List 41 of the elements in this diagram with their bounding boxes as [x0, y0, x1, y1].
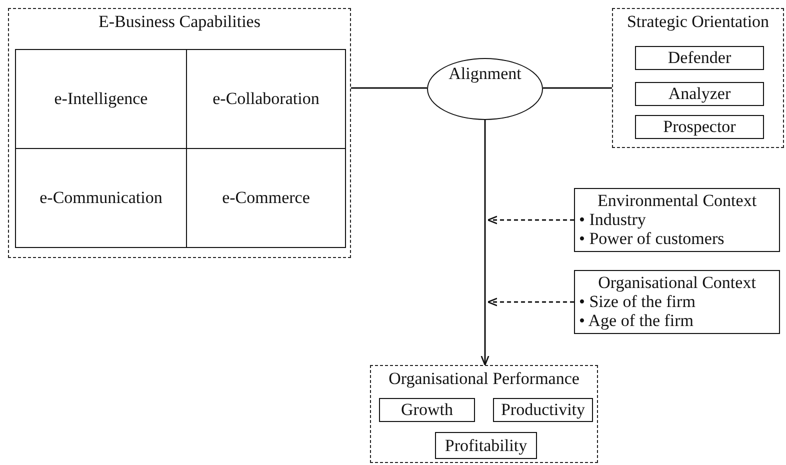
item-box — [635, 46, 764, 70]
node-label: e-Commerce — [222, 188, 310, 208]
item-box — [493, 398, 593, 422]
group-heading: Environmental Context — [596, 191, 758, 210]
alignment-ellipse — [427, 58, 543, 120]
node-label: Prospector — [663, 117, 736, 137]
arrow — [487, 216, 574, 224]
connector-line — [351, 87, 427, 89]
node-label: Analyzer — [668, 84, 731, 104]
group-heading: E-Business Capabilities — [98, 12, 262, 32]
bullet-item: • Size of the firm — [579, 292, 696, 311]
node-label: Alignment — [448, 64, 522, 84]
capability-cell — [186, 148, 346, 248]
node-label: Productivity — [500, 400, 586, 420]
context-box — [574, 188, 780, 252]
capability-cell — [15, 49, 187, 149]
item-box — [635, 115, 764, 139]
arrow — [480, 120, 490, 366]
dashed-group-box — [370, 365, 598, 463]
capability-cell — [186, 49, 346, 149]
group-heading: Organisational Performance — [388, 369, 580, 389]
node-label: e-Intelligence — [54, 89, 148, 109]
capability-cell — [15, 148, 187, 248]
group-heading: Strategic Orientation — [626, 12, 770, 32]
bullet-item: • Industry — [579, 210, 647, 229]
node-label: Defender — [668, 48, 732, 68]
group-heading: Organisational Context — [597, 273, 757, 292]
connector-line — [543, 87, 612, 89]
node-label: e-Communication — [40, 188, 162, 208]
bullet-item: • Age of the firm — [579, 311, 695, 330]
dashed-group-box — [8, 8, 351, 258]
item-box — [379, 398, 475, 422]
node-label: e-Collaboration — [212, 89, 320, 109]
node-label: Profitability — [444, 436, 528, 456]
item-box — [635, 82, 764, 106]
node-label: Growth — [401, 400, 453, 420]
dashed-group-box — [612, 8, 784, 148]
arrow — [487, 298, 574, 306]
item-box — [435, 432, 537, 459]
bullet-item: • Power of customers — [579, 229, 726, 248]
context-box — [574, 270, 780, 334]
